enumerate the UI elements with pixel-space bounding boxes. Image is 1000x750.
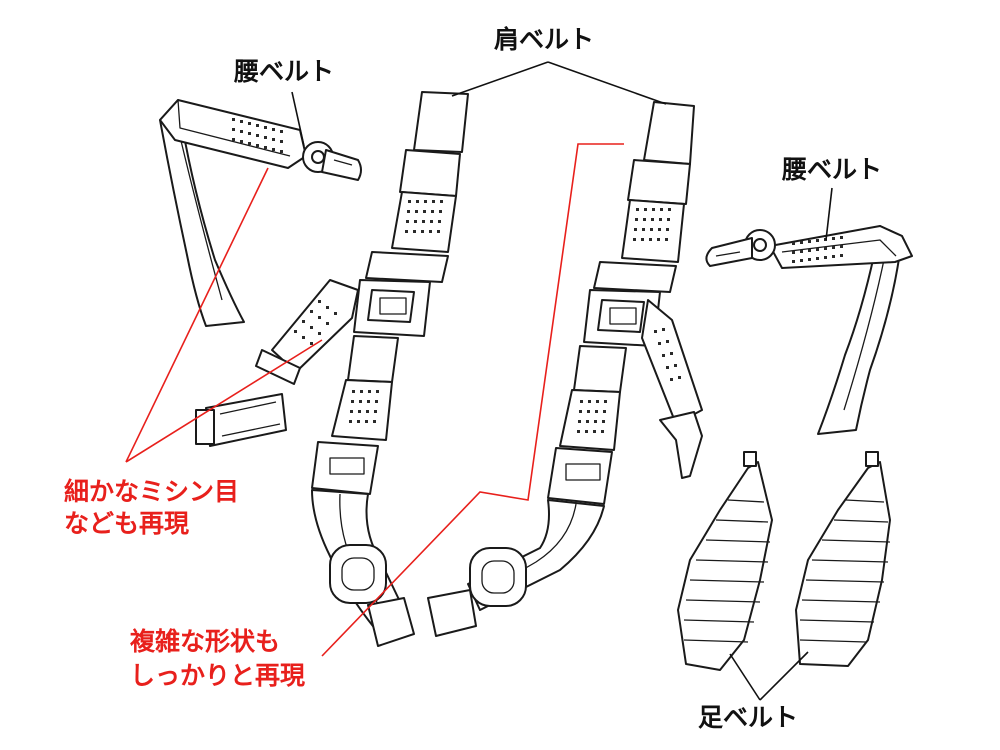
left-lower-stitches bbox=[349, 390, 379, 423]
right-leg-pad-ribs bbox=[799, 499, 891, 643]
note-shape-line2: しっかりと再現 bbox=[130, 661, 306, 690]
right-shoulder-harness bbox=[427, 101, 703, 637]
leader-stitches-1 bbox=[125, 167, 269, 463]
label-waist-belt-left: 腰ベルト bbox=[234, 57, 335, 86]
leader-leg-right bbox=[759, 651, 809, 701]
note-shape-line1: 複雑な形状も bbox=[130, 627, 281, 656]
leader-leg-left bbox=[729, 653, 761, 701]
right-side-strap-stitches bbox=[654, 328, 681, 381]
note-stitches-line1: 細かなミシン目 bbox=[64, 477, 240, 506]
leader-waist-left bbox=[291, 91, 305, 147]
leader-shoulder-right bbox=[547, 61, 667, 105]
left-leg-pad-ribs bbox=[683, 499, 771, 643]
right-lower-stitches bbox=[577, 400, 607, 433]
left-waist-stitches bbox=[232, 118, 283, 153]
label-shoulder-belt: 肩ベルト bbox=[494, 25, 595, 54]
left-shoulder-stitches bbox=[405, 200, 443, 233]
leg-belt-pads bbox=[677, 451, 891, 671]
label-leg-belt: 足ベルト bbox=[698, 703, 799, 732]
leader-stitches-2 bbox=[125, 339, 323, 463]
left-waist-belt bbox=[159, 99, 362, 327]
leader-waist-right bbox=[825, 187, 833, 241]
leader-shoulder-left bbox=[451, 61, 549, 97]
right-waist-belt bbox=[705, 225, 913, 435]
left-side-strap-stitches bbox=[294, 300, 337, 345]
leader-shape-bracket bbox=[321, 143, 624, 657]
note-stitches-line2: なども再現 bbox=[64, 509, 190, 538]
label-waist-belt-right: 腰ベルト bbox=[782, 155, 883, 184]
right-shoulder-stitches bbox=[633, 208, 671, 241]
